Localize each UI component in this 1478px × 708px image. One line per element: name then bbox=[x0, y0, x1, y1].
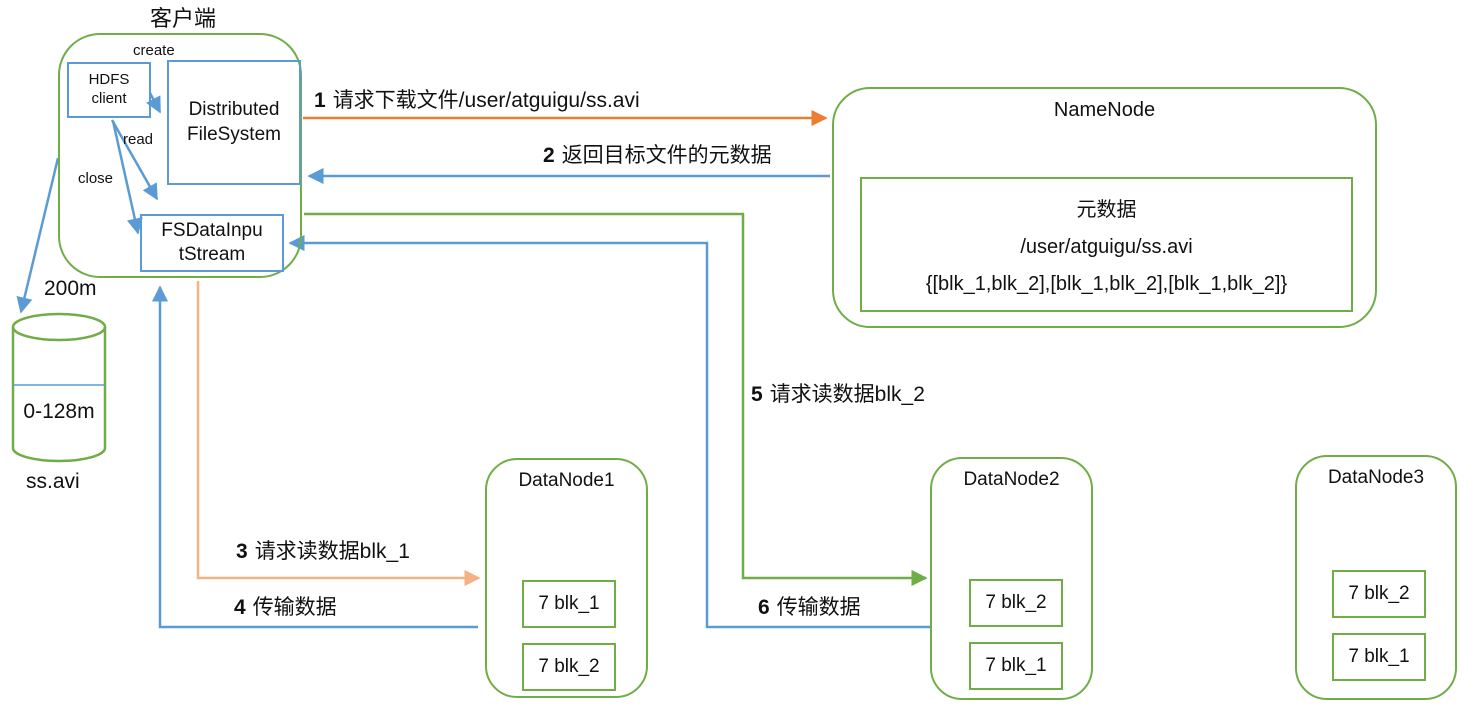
step6-text: 传输数据 bbox=[776, 596, 861, 619]
datanode2-block-1: 7 blk_2 bbox=[969, 579, 1063, 627]
namenode-title: NameNode bbox=[1053, 99, 1156, 121]
step2-number: 2 bbox=[543, 144, 555, 167]
metadata-file-path: /user/atguigu/ss.avi bbox=[1020, 236, 1193, 258]
arrow-step5-request-blk2 bbox=[304, 212, 928, 587]
step5-number: 5 bbox=[751, 383, 763, 406]
read-label: read bbox=[123, 131, 154, 148]
step3-number: 3 bbox=[236, 540, 248, 563]
close-arrow bbox=[111, 120, 143, 235]
datanode2-container: DataNode2 7 blk_2 7 blk_1 bbox=[930, 457, 1093, 700]
datanode3-block-2: 7 blk_1 bbox=[1332, 633, 1426, 681]
hdfs-client-box: HDFS client bbox=[67, 62, 151, 118]
step3-text: 请求读数据blk_1 bbox=[254, 540, 410, 563]
step6-label: 6 传输数据 bbox=[758, 591, 861, 621]
step5-text: 请求读数据blk_2 bbox=[769, 383, 925, 406]
step5-label: 5 请求读数据blk_2 bbox=[751, 378, 925, 408]
metadata-box: 元数据 /user/atguigu/ss.avi {[blk_1,blk_2],… bbox=[860, 177, 1353, 312]
datanode1-container: DataNode1 7 blk_1 7 blk_2 bbox=[485, 458, 648, 698]
read-arrow bbox=[110, 119, 159, 201]
client-container bbox=[58, 33, 302, 278]
datanode2-block-2: 7 blk_1 bbox=[969, 642, 1063, 690]
hdfs-client-label-line1: HDFS bbox=[88, 71, 130, 89]
step4-number: 4 bbox=[234, 596, 246, 619]
datanode3-title: DataNode3 bbox=[1327, 467, 1425, 488]
step1-text: 请求下载文件/user/atguigu/ss.avi bbox=[332, 89, 640, 112]
arrow-step6-transfer-data bbox=[288, 234, 930, 629]
fsdatainputstream-label-line2: tStream bbox=[178, 244, 246, 265]
step4-label: 4 传输数据 bbox=[234, 591, 337, 621]
step3-label: 3 请求读数据blk_1 bbox=[236, 535, 410, 565]
step4-text: 传输数据 bbox=[252, 596, 337, 619]
create-arrow bbox=[145, 92, 162, 114]
arrow-step4-transfer-data bbox=[151, 285, 478, 629]
fsdatainputstream-box: FSDataInpu tStream bbox=[140, 214, 284, 272]
create-label: create bbox=[133, 42, 175, 59]
file-cylinder bbox=[11, 312, 107, 463]
metadata-title: 元数据 bbox=[1076, 199, 1137, 221]
datanode3-container: DataNode3 7 blk_2 7 blk_1 bbox=[1295, 455, 1457, 700]
client-title: 客户端 bbox=[149, 6, 216, 31]
hdfs-client-label-line2: client bbox=[91, 90, 127, 107]
datanode2-title: DataNode2 bbox=[963, 469, 1060, 490]
step2-label: 2 返回目标文件的元数据 bbox=[543, 139, 772, 169]
close-label: close bbox=[78, 170, 114, 187]
datanode3-block-1: 7 blk_2 bbox=[1332, 570, 1426, 618]
distributed-filesystem-label-line2: FileSystem bbox=[187, 123, 281, 145]
datanode1-block-2: 7 blk_2 bbox=[522, 643, 616, 691]
distributed-filesystem-box: Distributed FileSystem bbox=[167, 60, 301, 185]
step1-number: 1 bbox=[314, 89, 326, 112]
fsdatainputstream-label-line1: FSDataInpu bbox=[161, 220, 263, 242]
metadata-block-map: {[blk_1,blk_2],[blk_1,blk_2],[blk_1,blk_… bbox=[925, 273, 1288, 295]
file-block-range-label: 0-128m bbox=[23, 400, 95, 423]
file-name-label: ss.avi bbox=[26, 470, 80, 493]
arrow-step3-request-blk1 bbox=[196, 281, 481, 587]
step2-text: 返回目标文件的元数据 bbox=[561, 144, 772, 167]
step6-number: 6 bbox=[758, 596, 770, 619]
datanode1-block-1: 7 blk_1 bbox=[522, 580, 616, 628]
client-to-file-arrow bbox=[16, 157, 60, 314]
file-size-label: 200m bbox=[44, 277, 97, 300]
datanode1-title: DataNode1 bbox=[518, 470, 615, 491]
distributed-filesystem-label-line1: Distributed bbox=[188, 98, 280, 120]
step1-label: 1 请求下载文件/user/atguigu/ss.avi bbox=[314, 84, 640, 114]
namenode-container: NameNode bbox=[832, 87, 1377, 328]
